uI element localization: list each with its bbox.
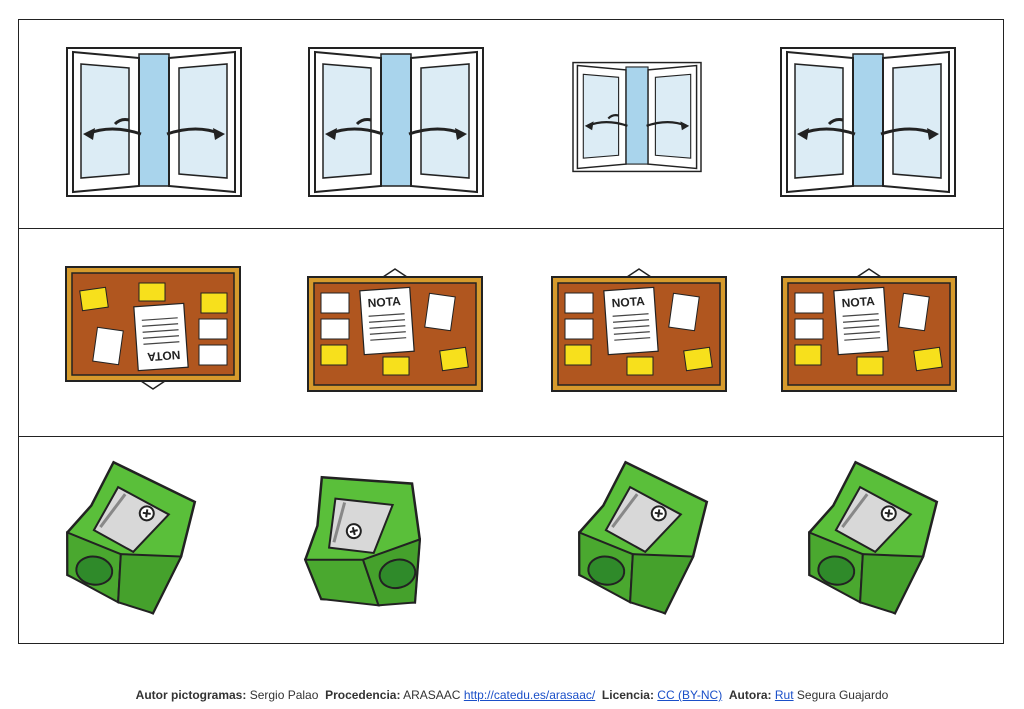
row-windows [19,20,1003,228]
compiler-link[interactable]: Rut [774,688,794,702]
sharpener-picture-4 [805,459,939,619]
open-window-icon [572,61,702,173]
pencil-sharpener-icon [808,460,939,615]
pencil-sharpener-icon [578,460,709,615]
pictogram-grid: NOTA [18,19,1004,644]
window-picture-3 [572,61,702,173]
cork-board-picture-3: NOTA [551,267,727,399]
source-label: Procedencia: [325,688,401,702]
license-label: Licencia: [601,688,654,702]
license-link[interactable]: CC (BY-NC) [657,688,723,702]
open-window-icon [780,47,956,197]
cork-board-picture-2: NOTA [307,267,483,399]
row-sharpeners [19,436,1003,644]
source-name: ARASAAC [403,688,461,702]
cork-board-icon: NOTA [307,268,483,392]
credits-footer: Autor pictogramas: Sergio Palao Proceden… [0,688,1024,702]
cork-board-icon: NOTA [781,268,957,392]
window-picture-1 [66,47,242,197]
note-label: NOTA [367,294,401,310]
window-picture-4 [780,47,956,197]
cork-board-icon: NOTA [551,268,727,392]
open-window-icon [66,47,242,197]
row-cork-boards: NOTA [19,228,1003,436]
open-window-icon [308,47,484,197]
sharpener-picture-3 [575,459,709,619]
note-label: NOTA [841,294,875,310]
source-link[interactable]: http://catedu.es/arasaac/ [463,688,596,702]
compiler-name: Segura Guajardo [796,688,889,702]
author-name: Sergio Palao [249,688,319,702]
window-picture-2 [308,47,484,197]
pencil-sharpener-icon [66,460,197,615]
sharpener-picture-1 [63,459,197,619]
sharpener-picture-2 [299,459,429,627]
cork-board-picture-1: NOTA [65,266,241,399]
cork-board-icon: NOTA [65,266,241,390]
author-label: Autor pictogramas: [135,688,247,702]
pencil-sharpener-icon [303,475,422,607]
note-label: NOTA [146,348,180,364]
note-label: NOTA [611,294,645,310]
cork-board-picture-4: NOTA [781,267,957,399]
compiler-label: Autora: [728,688,772,702]
